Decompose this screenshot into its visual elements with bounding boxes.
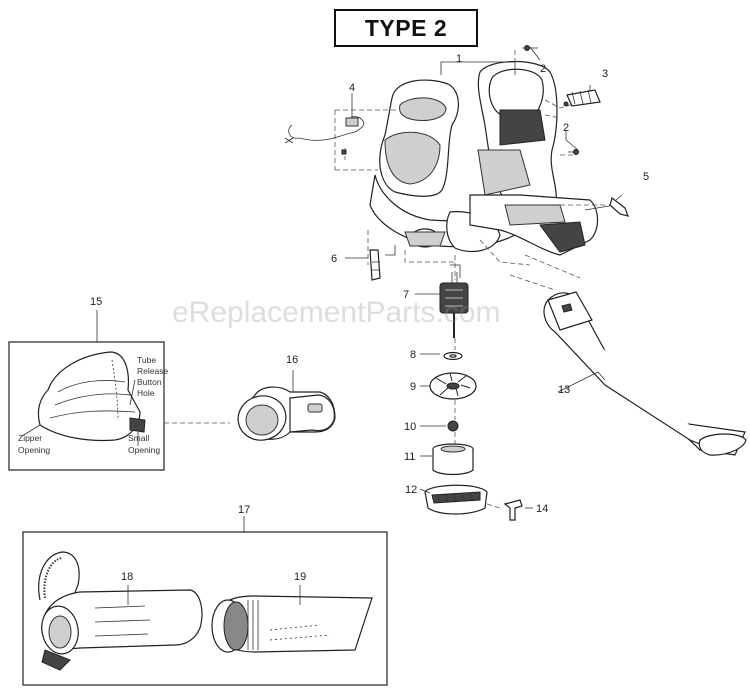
callout-10: 10 bbox=[404, 421, 416, 433]
callout-18: 18 bbox=[121, 571, 133, 583]
callout-12: 12 bbox=[405, 484, 417, 496]
callout-3: 3 bbox=[602, 68, 608, 80]
callout-4: 4 bbox=[349, 82, 355, 94]
motor-and-impeller-stack bbox=[415, 255, 533, 521]
impeller bbox=[429, 372, 477, 400]
note-tube-release-4: Hole bbox=[137, 388, 155, 398]
small-hardware-parts bbox=[284, 45, 629, 281]
callout-2-top: 2 bbox=[540, 63, 546, 75]
callout-2-mid: 2 bbox=[563, 122, 569, 134]
callout-6: 6 bbox=[331, 253, 337, 265]
bag-adapter bbox=[237, 370, 336, 441]
collection-bag-panel bbox=[8, 310, 230, 471]
vacuum-tube-18 bbox=[38, 551, 203, 671]
callout-7: 7 bbox=[403, 289, 409, 301]
note-tube-release-2: Release bbox=[137, 366, 168, 376]
callout-16: 16 bbox=[286, 354, 298, 366]
upper-leader-lines bbox=[334, 46, 616, 291]
note-tube-release-1: Tube bbox=[137, 355, 156, 365]
bottom-cover bbox=[424, 484, 488, 515]
motor-collar bbox=[432, 443, 474, 476]
note-zipper-2: Opening bbox=[18, 445, 50, 455]
callout-numbers: 1 2 2 3 4 5 6 7 8 9 10 11 12 13 14 15 16… bbox=[90, 53, 649, 583]
note-tube-release-3: Button bbox=[137, 377, 162, 387]
blower-housing-right-half bbox=[469, 60, 599, 256]
note-small-2: Opening bbox=[128, 445, 160, 455]
vacuum-tube-kit-panel bbox=[22, 516, 388, 686]
callout-19: 19 bbox=[294, 571, 306, 583]
diagram-title: TYPE 2 bbox=[334, 9, 478, 47]
vacuum-tube-19 bbox=[211, 585, 373, 653]
note-small-1: Small bbox=[128, 433, 149, 443]
callout-9: 9 bbox=[410, 381, 416, 393]
blower-tube bbox=[543, 291, 747, 456]
callout-17: 17 bbox=[238, 504, 250, 516]
watermark: eReplacementParts.com bbox=[172, 296, 501, 329]
callout-13: 13 bbox=[558, 384, 570, 396]
callout-1: 1 bbox=[456, 53, 462, 65]
callout-8: 8 bbox=[410, 349, 416, 361]
callout-14: 14 bbox=[536, 503, 548, 515]
note-zipper-1: Zipper bbox=[18, 433, 42, 443]
callout-5: 5 bbox=[643, 171, 649, 183]
callout-11: 11 bbox=[404, 451, 415, 463]
callout-15: 15 bbox=[90, 296, 102, 308]
bag-notes: Tube Release Button Hole Zipper Opening … bbox=[18, 355, 168, 455]
